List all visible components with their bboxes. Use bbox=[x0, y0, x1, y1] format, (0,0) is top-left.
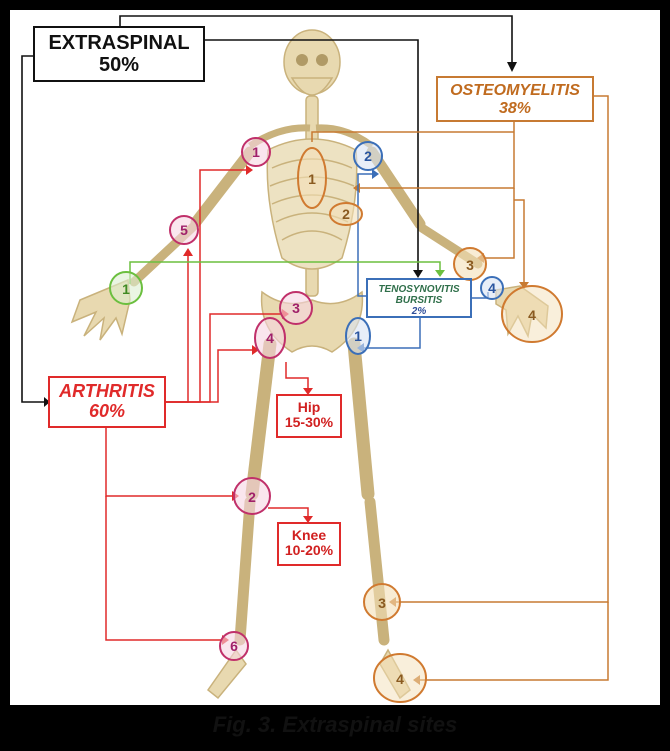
svg-text:3: 3 bbox=[292, 300, 300, 316]
svg-text:2: 2 bbox=[364, 148, 372, 164]
hip-label-box: Hip 15-30% bbox=[276, 394, 342, 438]
site-marker-green-hand: 1 bbox=[110, 272, 142, 304]
osteomyelitis-label-box: OSTEOMYELITIS 38% bbox=[436, 76, 594, 122]
tenosynovitis-percent: 2% bbox=[368, 306, 470, 317]
svg-text:1: 1 bbox=[354, 328, 362, 344]
osteomyelitis-percent: 38% bbox=[438, 100, 592, 118]
site-marker-osteo-rib: 2 bbox=[330, 203, 362, 225]
svg-text:3: 3 bbox=[378, 595, 386, 611]
extraspinal-label-box: EXTRASPINAL 50% bbox=[33, 26, 205, 82]
site-marker-arthritis-knee: 2 bbox=[234, 478, 270, 514]
svg-text:6: 6 bbox=[230, 638, 238, 654]
site-marker-osteo-sternum: 1 bbox=[298, 148, 326, 208]
svg-text:1: 1 bbox=[308, 171, 316, 187]
hip-title: Hip bbox=[278, 400, 340, 415]
svg-text:2: 2 bbox=[342, 206, 350, 222]
green-arrowheads bbox=[435, 270, 445, 277]
arthritis-title: ARTHRITIS bbox=[50, 382, 164, 402]
bursitis-title: BURSITIS bbox=[368, 295, 470, 306]
site-marker-teno-pelvis: 1 bbox=[346, 318, 370, 354]
site-marker-arthritis-foot: 6 bbox=[220, 632, 248, 660]
arthritis-percent: 60% bbox=[50, 402, 164, 422]
knee-label-box: Knee 10-20% bbox=[277, 522, 341, 566]
tenosynovitis-title: TENOSYNOVITIS bbox=[368, 284, 470, 295]
site-marker-teno-wrist: 4 bbox=[481, 277, 503, 299]
figure-caption: Fig. 3. Extraspinal sites bbox=[0, 712, 670, 738]
svg-text:4: 4 bbox=[266, 330, 274, 346]
knee-title: Knee bbox=[279, 528, 339, 543]
skeleton-illustration bbox=[72, 30, 548, 698]
svg-text:4: 4 bbox=[396, 671, 404, 687]
svg-text:1: 1 bbox=[122, 281, 130, 297]
svg-text:3: 3 bbox=[466, 257, 474, 273]
site-marker-arthritis-shoulder: 1 bbox=[242, 138, 270, 166]
extraspinal-title: EXTRASPINAL bbox=[35, 32, 203, 54]
site-marker-teno-shoulder: 2 bbox=[354, 142, 382, 170]
extraspinal-to-arthritis-line bbox=[22, 56, 44, 402]
svg-text:5: 5 bbox=[180, 222, 188, 238]
site-marker-osteo-foot: 4 bbox=[374, 654, 426, 702]
svg-text:4: 4 bbox=[488, 280, 496, 296]
site-marker-osteo-hand: 4 bbox=[502, 286, 562, 342]
tenosynovitis-label-box: TENOSYNOVITIS BURSITIS 2% bbox=[366, 278, 472, 318]
svg-text:1: 1 bbox=[252, 144, 260, 160]
site-marker-arthritis-sacroiliac: 3 bbox=[280, 292, 312, 324]
hip-range: 15-30% bbox=[278, 415, 340, 430]
site-marker-osteo-forearm: 3 bbox=[454, 248, 486, 280]
site-marker-osteo-tibia: 3 bbox=[364, 584, 400, 620]
svg-text:4: 4 bbox=[528, 307, 536, 323]
arthritis-label-box: ARTHRITIS 60% bbox=[48, 376, 166, 428]
site-marker-arthritis-elbow: 5 bbox=[170, 216, 198, 244]
osteomyelitis-title: OSTEOMYELITIS bbox=[438, 82, 592, 100]
extraspinal-percent: 50% bbox=[35, 54, 203, 76]
knee-range: 10-20% bbox=[279, 543, 339, 558]
site-marker-arthritis-hip: 4 bbox=[255, 318, 285, 358]
svg-text:2: 2 bbox=[248, 489, 256, 505]
